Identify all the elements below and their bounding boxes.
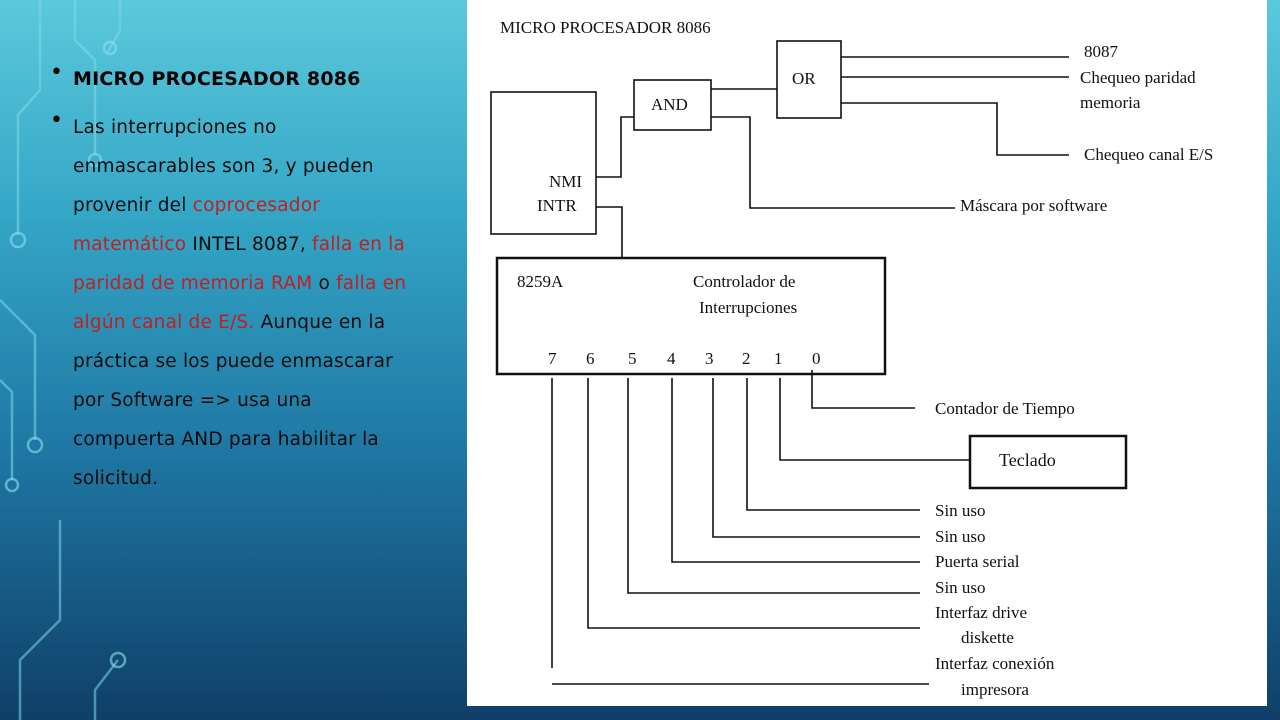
or-gate xyxy=(776,40,842,119)
pin-7: 7 xyxy=(548,349,557,368)
slide-title: MICRO PROCESADOR 8086 xyxy=(73,68,361,90)
body-text-segment: Las interrupciones no enmascarables son … xyxy=(73,117,374,216)
or-input-parity-label: Chequeo paridad xyxy=(1080,68,1196,87)
keyboard-box xyxy=(968,434,1128,490)
pin-1: 1 xyxy=(774,349,783,368)
body-text-segment: Aunque en la práctica se los puede enmas… xyxy=(73,312,393,489)
irq2-label: Sin uso xyxy=(935,501,986,520)
or-input-io xyxy=(841,102,1069,156)
controller-name-line2: Interrupciones xyxy=(699,298,797,317)
highlight-io-channel: falla en algún canal de E/S. xyxy=(73,273,407,333)
cpu-intr-label: INTR xyxy=(537,196,577,215)
irq0-wire xyxy=(811,370,915,409)
bullet-body: • Las interrupciones no enmascarables so… xyxy=(50,108,410,498)
and-gate xyxy=(633,79,712,131)
pin-5: 5 xyxy=(628,349,637,368)
pin-2: 2 xyxy=(742,349,751,368)
intr-wire xyxy=(596,206,623,258)
bullet-dot: • xyxy=(50,60,63,85)
diagram-panel: MICRO PROCESADOR 8086 NMI INTR AND OR 80… xyxy=(467,0,1267,706)
text-panel: • MICRO PROCESADOR 8086 • Las interrupci… xyxy=(50,60,410,508)
irq7-label-line1: Interfaz conexión xyxy=(935,654,1055,673)
diagram-heading: MICRO PROCESADOR 8086 xyxy=(500,18,711,37)
or-input-parity-label-2: memoria xyxy=(1080,93,1141,112)
irq6-wire xyxy=(587,378,920,629)
irq5-wire xyxy=(627,378,920,594)
irq6-label-line2: diskette xyxy=(961,628,1014,647)
interrupt-diagram: MICRO PROCESADOR 8086 NMI INTR AND OR 80… xyxy=(490,18,1213,699)
controller-chip-label: 8259A xyxy=(517,272,564,291)
highlight-coprocessor: coprocesador matemático xyxy=(73,195,321,255)
irq0-label: Contador de Tiempo xyxy=(935,399,1075,418)
irq2-wire xyxy=(746,378,920,511)
mask-wire xyxy=(711,116,955,209)
circuit-decoration xyxy=(0,0,127,720)
body-paragraph: Las interrupciones no enmascarables son … xyxy=(73,108,410,498)
or-gate-label: OR xyxy=(792,69,816,88)
bullet-dot: • xyxy=(50,108,63,133)
bullet-title: • MICRO PROCESADOR 8086 xyxy=(50,60,410,98)
cpu-nmi-label: NMI xyxy=(549,172,582,191)
irq1-wire xyxy=(779,378,970,461)
irq1-label: Teclado xyxy=(999,450,1056,470)
body-text-segment: o xyxy=(312,273,337,294)
or-input-8087-label: 8087 xyxy=(1084,42,1119,61)
pin-4: 4 xyxy=(667,349,676,368)
pin-0: 0 xyxy=(812,349,821,368)
cpu-box xyxy=(490,91,597,235)
irq4-wire xyxy=(671,378,920,563)
pin-3: 3 xyxy=(705,349,714,368)
highlight-memory-parity: falla en la paridad de memoria RAM xyxy=(73,234,406,294)
irq7-label-line2: impresora xyxy=(961,680,1029,699)
body-text-segment: INTEL 8087, xyxy=(186,234,313,255)
nmi-wire xyxy=(596,116,634,178)
irq5-label: Sin uso xyxy=(935,578,986,597)
irq3-label: Sin uso xyxy=(935,527,986,546)
mask-label: Máscara por software xyxy=(960,196,1107,215)
controller-name-line1: Controlador de xyxy=(693,272,795,291)
irq4-label: Puerta serial xyxy=(935,552,1020,571)
irq3-wire xyxy=(712,378,920,538)
pin-6: 6 xyxy=(586,349,595,368)
irq6-label-line1: Interfaz drive xyxy=(935,603,1027,622)
controller-box xyxy=(495,256,887,376)
or-input-io-label: Chequeo canal E/S xyxy=(1084,145,1213,164)
and-gate-label: AND xyxy=(651,95,688,114)
